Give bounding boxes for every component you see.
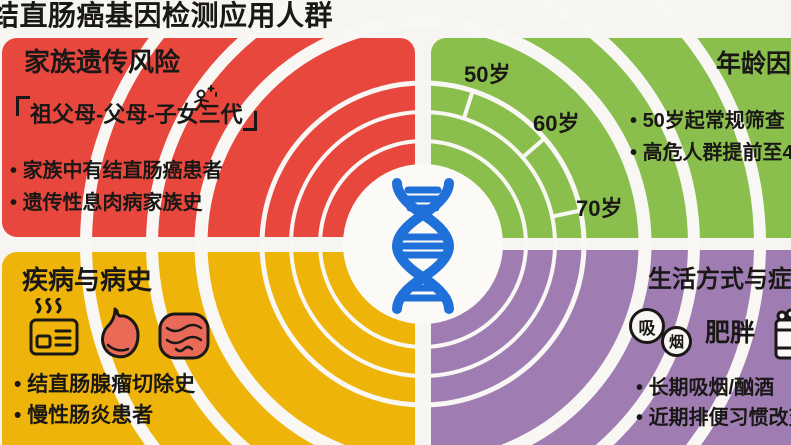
- family-bullet-1: 家族中有结直肠癌患者: [10, 160, 223, 183]
- disease-bullet-2: 慢性肠炎患者: [14, 404, 153, 428]
- smoking-bubble-icon-2: 烟: [661, 326, 692, 357]
- lifestyle-bullet-1: 长期吸烟/酗酒: [636, 377, 775, 400]
- family-risk-header: 家族遗传风险: [24, 47, 181, 77]
- generations-phrase: 祖父母-父母-子女三代: [16, 95, 257, 132]
- disease-header: 疾病与病史: [22, 265, 153, 295]
- smoke-char-1: 吸: [638, 318, 656, 338]
- alcohol-cup-icon: [774, 308, 791, 360]
- age-bullet-2: 高危人群提前至40岁: [630, 142, 791, 165]
- page-title: 结直肠癌基因检测应用人群: [0, 0, 334, 31]
- dna-icon: [391, 178, 455, 314]
- age-header: 年龄因素: [716, 50, 791, 78]
- age-ring-ticks: [461, 90, 581, 219]
- family-bullet-2: 遗传性息肉病家族史: [10, 192, 203, 215]
- ring-label-70: 70岁: [576, 196, 623, 221]
- ring-label-60: 60岁: [533, 111, 580, 136]
- obesity-label: 肥胖: [705, 319, 756, 347]
- family-risk-panel: [2, 38, 415, 237]
- disease-bullet-1: 结直肠腺瘤切除史: [14, 373, 195, 397]
- smoke-char-2: 烟: [668, 334, 684, 351]
- age-bullet-1: 50岁起常规筛查: [630, 110, 785, 133]
- meal-card-icon: [29, 298, 79, 356]
- age-rings: [80, 0, 766, 445]
- stomach-icon: [101, 307, 140, 359]
- person-icon: [194, 85, 217, 111]
- intestine-icon: [158, 312, 210, 360]
- lifestyle-bullet-2: 近期排便习惯改变: [636, 407, 791, 430]
- lifestyle-header: 生活方式与症状: [648, 266, 791, 293]
- smoking-bubble-icon: 吸: [629, 308, 665, 344]
- ring-label-50: 50岁: [464, 62, 511, 87]
